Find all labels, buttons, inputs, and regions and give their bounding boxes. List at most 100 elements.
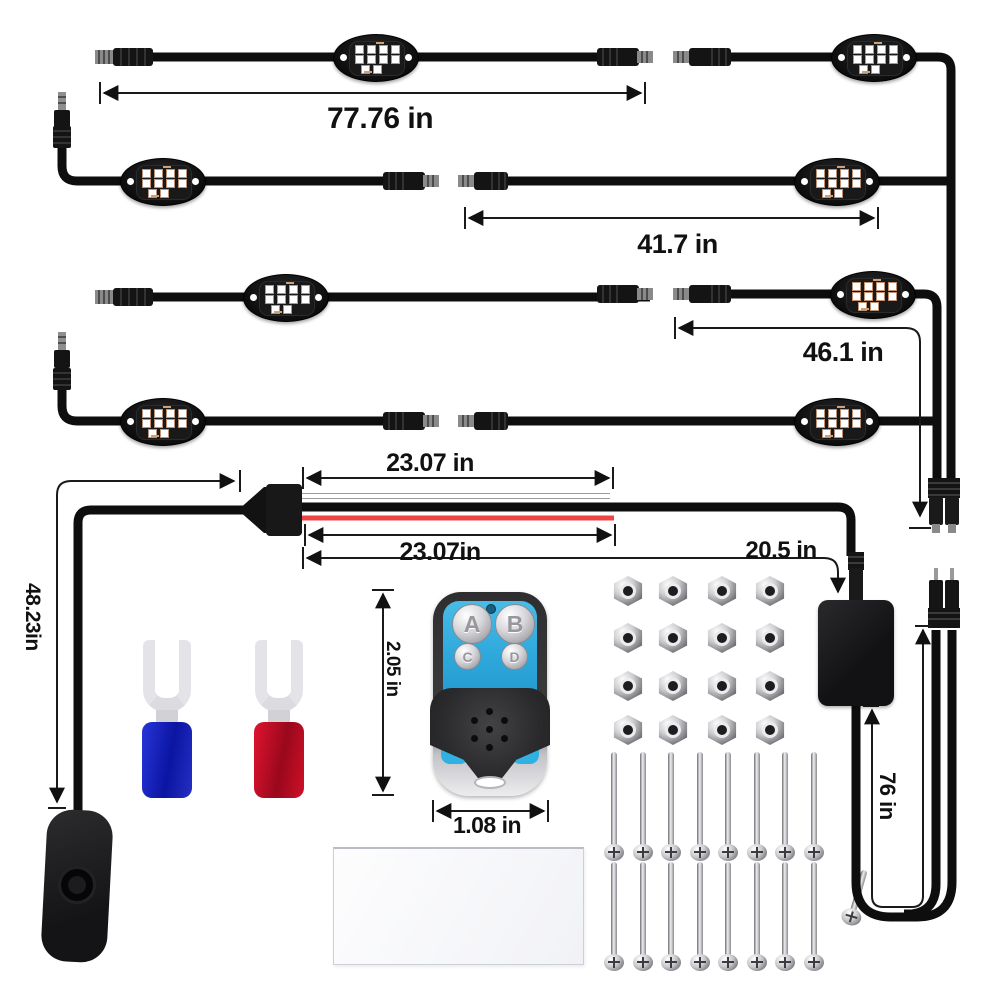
nut-hole-icon [714, 722, 730, 738]
hex-nut [755, 715, 785, 745]
pod-print-mark [825, 195, 833, 197]
led-pod [794, 158, 880, 206]
led-chip-icon [828, 409, 837, 418]
led-chip-icon [852, 292, 861, 301]
led-chip-icon [361, 65, 370, 74]
dimension-label-lead-bottom: 23.07in [399, 538, 481, 566]
pod-print-mark [163, 406, 171, 408]
led-chip-icon [852, 409, 861, 418]
female-connector-end [928, 478, 960, 533]
led-chip-icon [166, 179, 175, 188]
female-connector [673, 48, 731, 66]
led-array [846, 278, 902, 313]
mount-hole-icon [250, 294, 257, 301]
hex-nut [707, 671, 737, 701]
led-chip-icon [828, 419, 837, 428]
pin-connector [53, 92, 71, 148]
nut-hole-icon [714, 583, 730, 599]
led-chip-icon [142, 419, 151, 428]
led-pod [243, 274, 329, 322]
box-input-connector [848, 552, 864, 602]
hex-nut [707, 715, 737, 745]
dimension-label-lead-top: 23.07 in [386, 449, 474, 477]
led-array [847, 41, 903, 76]
nut-hole-icon [762, 630, 778, 646]
nut-hole-icon [665, 630, 681, 646]
mount-hole-icon [801, 418, 808, 425]
mounting-screw [603, 752, 625, 866]
speaker-hole-icon [471, 735, 478, 742]
led-pod [831, 34, 917, 82]
hex-nut [755, 623, 785, 653]
nut-hole-icon [665, 722, 681, 738]
led-chip-icon [355, 45, 364, 54]
terminal-sleeve-blue [142, 722, 192, 798]
led-chip-icon [265, 285, 274, 294]
led-chip-icon [840, 169, 849, 178]
mount-hole-icon [192, 178, 199, 185]
switch-button-cap [67, 875, 87, 895]
led-chip-icon [142, 169, 151, 178]
male-connector [597, 48, 653, 66]
dimension-label-extension: 76 in [875, 772, 900, 820]
pod-print-mark [364, 71, 372, 73]
led-chip-icon [876, 292, 885, 301]
pod-print-mark [862, 71, 870, 73]
led-chip-icon [877, 45, 886, 54]
pod-print-mark [163, 166, 171, 168]
led-chip-icon [889, 45, 898, 54]
pod-print-mark [861, 308, 869, 310]
led-array [136, 405, 192, 440]
led-chip-icon [277, 285, 286, 294]
hex-nut [613, 715, 643, 745]
led-chip-icon [834, 189, 843, 198]
female-connector [458, 412, 508, 430]
led-chip-icon [178, 409, 187, 418]
led-chip-icon [283, 305, 292, 314]
inline-power-switch [40, 808, 114, 964]
remote-button-c: C [454, 643, 481, 670]
led-pod [830, 271, 916, 319]
female-connector [673, 285, 731, 303]
mounting-screw [746, 752, 768, 866]
nut-hole-icon [620, 722, 636, 738]
led-chip-icon [870, 302, 879, 311]
mounting-screw [746, 862, 768, 976]
pin-connector-up [928, 568, 960, 628]
led-chip-icon [154, 179, 163, 188]
dimension-label-box-lead: 20.5 in [745, 537, 817, 564]
led-chip-icon [816, 409, 825, 418]
led-chip-icon [852, 419, 861, 428]
pod-print-mark [151, 435, 159, 437]
mounting-screw [603, 862, 625, 976]
led-chip-icon [148, 429, 157, 438]
led-chip-icon [828, 169, 837, 178]
mounting-screw [689, 752, 711, 866]
led-chip-icon [858, 302, 867, 311]
dimension-label-segment-41: 41.7 in [637, 229, 718, 259]
mounting-screw [803, 752, 825, 866]
dimension-label-remote-height: 2.05 in [382, 641, 403, 697]
led-chip-icon [154, 409, 163, 418]
mounting-screw [660, 752, 682, 866]
fork-terminal-red [248, 640, 310, 800]
pod-print-mark [874, 42, 882, 44]
led-chip-icon [840, 419, 849, 428]
speaker-hole-icon [486, 726, 493, 733]
led-array [349, 41, 405, 76]
led-chip-icon [277, 295, 286, 304]
speaker-hole-icon [501, 717, 508, 724]
mounting-screw [689, 862, 711, 976]
led-chip-icon [265, 295, 274, 304]
female-connector [458, 172, 508, 190]
mount-hole-icon [405, 54, 412, 61]
male-connector [383, 412, 439, 430]
hex-nut [658, 671, 688, 701]
led-array [810, 405, 866, 440]
hex-nut [658, 715, 688, 745]
led-chip-icon [865, 55, 874, 64]
mount-hole-icon [866, 178, 873, 185]
led-chip-icon [391, 55, 400, 64]
led-chip-icon [840, 409, 849, 418]
y-splitter-body [266, 484, 302, 536]
